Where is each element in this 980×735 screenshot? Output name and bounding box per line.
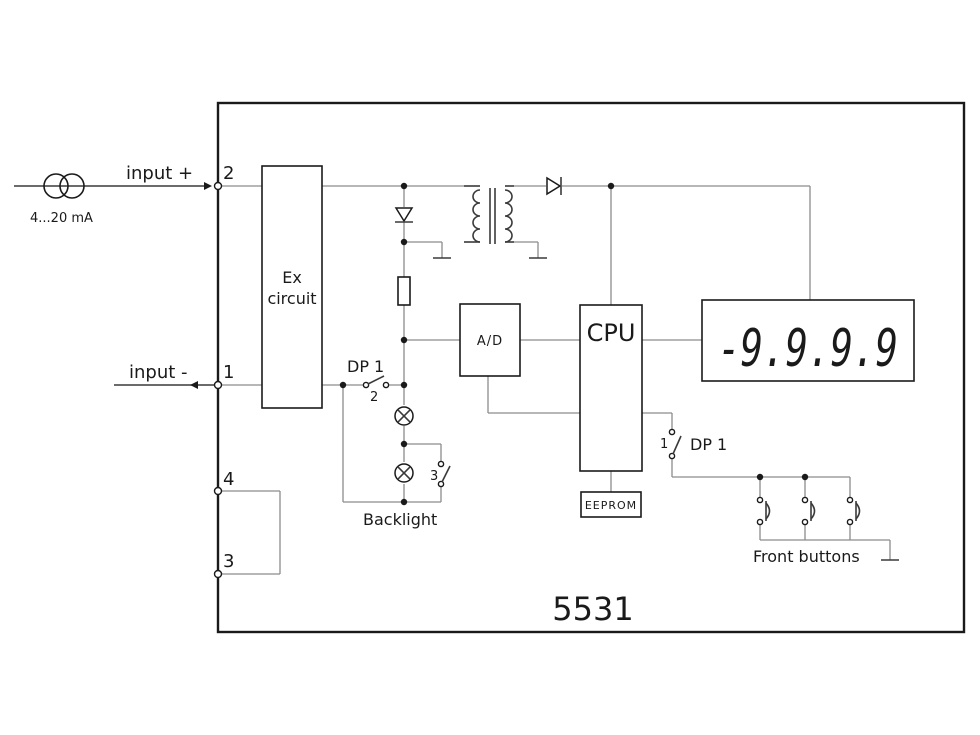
front-button-2 <box>801 496 816 526</box>
eeprom-label: EEPROM <box>585 499 637 512</box>
backlight-switch-position: 3 <box>430 469 438 484</box>
terminal-3-label: 3 <box>223 551 234 572</box>
current-source-symbol <box>14 173 212 199</box>
input-plus-label: input + <box>126 163 193 184</box>
input-minus-arrow <box>114 381 218 389</box>
junction-dots <box>339 182 809 506</box>
backlight-lamp-1 <box>394 406 414 426</box>
cpu-block <box>579 304 643 472</box>
backlight-label: Backlight <box>363 510 437 529</box>
dp1-switch-left <box>362 375 390 389</box>
dp1-left-label: DP 1 <box>347 357 384 376</box>
terminal-1 <box>213 380 223 390</box>
ad-converter-label: A/D <box>477 334 503 349</box>
rectifier-diode-symbol <box>546 176 562 196</box>
terminal-2 <box>213 181 223 191</box>
terminal-1-label: 1 <box>223 362 234 383</box>
display-value: -9.9.9.9 <box>718 319 898 379</box>
front-buttons-label: Front buttons <box>753 547 860 566</box>
ex-circuit-block <box>261 165 323 409</box>
eeprom-block <box>580 491 642 518</box>
front-button-1 <box>756 496 771 526</box>
source-current-label: 4...20 mA <box>30 211 93 226</box>
wiring <box>218 185 891 575</box>
display-block <box>701 299 915 382</box>
resistor-symbol <box>397 276 411 306</box>
terminal-3 <box>213 569 223 579</box>
device-enclosure <box>216 101 966 634</box>
model-number: 5531 <box>552 590 633 628</box>
ground-symbols <box>433 257 899 561</box>
dp1-left-position: 2 <box>370 390 378 405</box>
cpu-label: CPU <box>587 319 636 347</box>
ad-converter-block <box>459 303 521 377</box>
dp1-right-position: 1 <box>660 437 668 452</box>
input-minus-label: input - <box>129 362 188 383</box>
terminal-4 <box>213 486 223 496</box>
transformer-symbol <box>464 185 514 244</box>
front-button-3 <box>846 496 861 526</box>
terminal-4-label: 4 <box>223 469 234 490</box>
zener-diode-symbol <box>394 207 414 223</box>
backlight-lamp-2 <box>394 463 414 483</box>
ex-circuit-label-line2: circuit <box>267 289 316 308</box>
dp1-switch-right <box>668 428 682 460</box>
terminal-2-label: 2 <box>223 163 234 184</box>
ex-circuit-label-line1: Ex <box>282 268 302 287</box>
dp1-right-label: DP 1 <box>690 435 727 454</box>
backlight-switch <box>437 460 451 488</box>
